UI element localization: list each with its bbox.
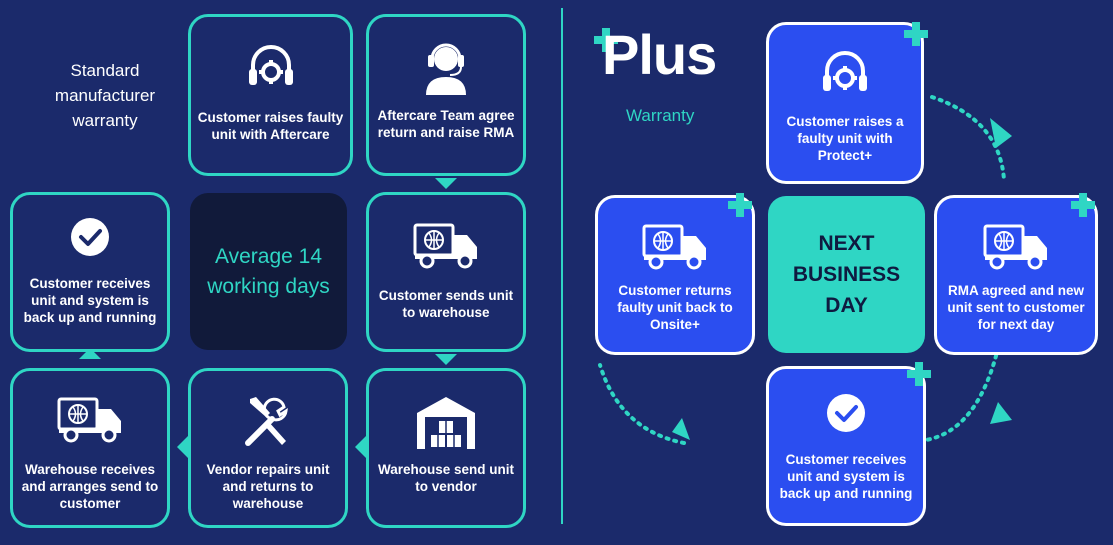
flow-arrow [435, 354, 457, 365]
plus-step-rma-agreed: RMA agreed and new unit sent to customer… [934, 195, 1098, 355]
plus-subtitle: Warranty [626, 106, 695, 125]
step-label: Customer raises a faulty unit with Prote… [786, 114, 904, 163]
step-label: Warehouse receives and arranges send to … [21, 462, 159, 511]
plus-step-return-unit: Customer returns faulty unit back to Ons… [595, 195, 755, 355]
truck-globe-icon [598, 224, 752, 270]
step-label: Aftercare Team agree return and raise RM… [377, 108, 515, 140]
standard-step-agree-return: Aftercare Team agree return and raise RM… [366, 14, 526, 176]
standard-step-send-warehouse: Customer sends unit to warehouse [366, 192, 526, 352]
standard-center-box: Average 14 working days [190, 193, 347, 350]
check-circle-icon [769, 393, 923, 433]
tools-icon [191, 393, 345, 449]
flow-arrow [79, 348, 101, 359]
standard-step-back-running: Customer receives unit and system is bac… [10, 192, 170, 352]
cycle-arrows [598, 95, 1012, 445]
step-label: Vendor repairs unit and returns to wareh… [206, 462, 330, 511]
plus-cross-icon [728, 193, 752, 217]
step-label: RMA agreed and new unit sent to customer… [947, 283, 1085, 332]
step-label: Customer returns faulty unit back to Ons… [617, 283, 733, 332]
cycle-arrowhead [672, 418, 690, 440]
plus-logo-text: Plus [602, 23, 717, 86]
step-label: Customer sends unit to warehouse [378, 288, 514, 320]
standard-step-raise-fault: Customer raises faulty unit with Afterca… [188, 14, 353, 176]
flow-arrow [355, 436, 366, 458]
step-label: Customer raises faulty unit with Afterca… [197, 110, 344, 142]
headset-gear-icon [191, 39, 350, 95]
plus-logo: Plus [594, 23, 746, 92]
standard-step-warehouse-return: Warehouse receives and arranges send to … [10, 368, 170, 528]
plus-cross-icon [1071, 193, 1095, 217]
plus-step-back-running: Customer receives unit and system is bac… [766, 366, 926, 526]
flow-arrow [435, 178, 457, 189]
flow-arrow [177, 436, 188, 458]
cycle-arrowhead [990, 402, 1012, 424]
plus-cross-icon [594, 28, 618, 52]
support-agent-icon [369, 37, 523, 95]
cycle-arrowhead [990, 118, 1012, 148]
plus-cross-icon [904, 22, 928, 46]
step-label: Customer receives unit and system is bac… [23, 276, 157, 325]
truck-globe-icon [369, 223, 523, 269]
truck-globe-icon [13, 397, 167, 443]
truck-globe-icon [937, 224, 1095, 270]
plus-center-box: NEXT BUSINESS DAY [768, 196, 925, 353]
plus-cross-icon [907, 362, 931, 386]
step-label: Warehouse send unit to vendor [377, 462, 514, 494]
warehouse-boxes-icon [369, 393, 523, 449]
plus-step-raise-fault: Customer raises a faulty unit with Prote… [766, 22, 924, 184]
next-business-day-text: NEXT BUSINESS DAY [792, 232, 901, 317]
standard-step-vendor-repairs: Vendor repairs unit and returns to wareh… [188, 368, 348, 528]
step-label: Customer receives unit and system is bac… [779, 452, 913, 501]
standard-step-send-vendor: Warehouse send unit to vendor [366, 368, 526, 528]
check-circle-icon [13, 217, 167, 257]
section-divider [561, 8, 563, 524]
headset-gear-icon [769, 45, 921, 101]
average-days-text: Average 14 working days [207, 244, 330, 298]
standard-warranty-heading: Standard manufacturer warranty [54, 61, 156, 130]
